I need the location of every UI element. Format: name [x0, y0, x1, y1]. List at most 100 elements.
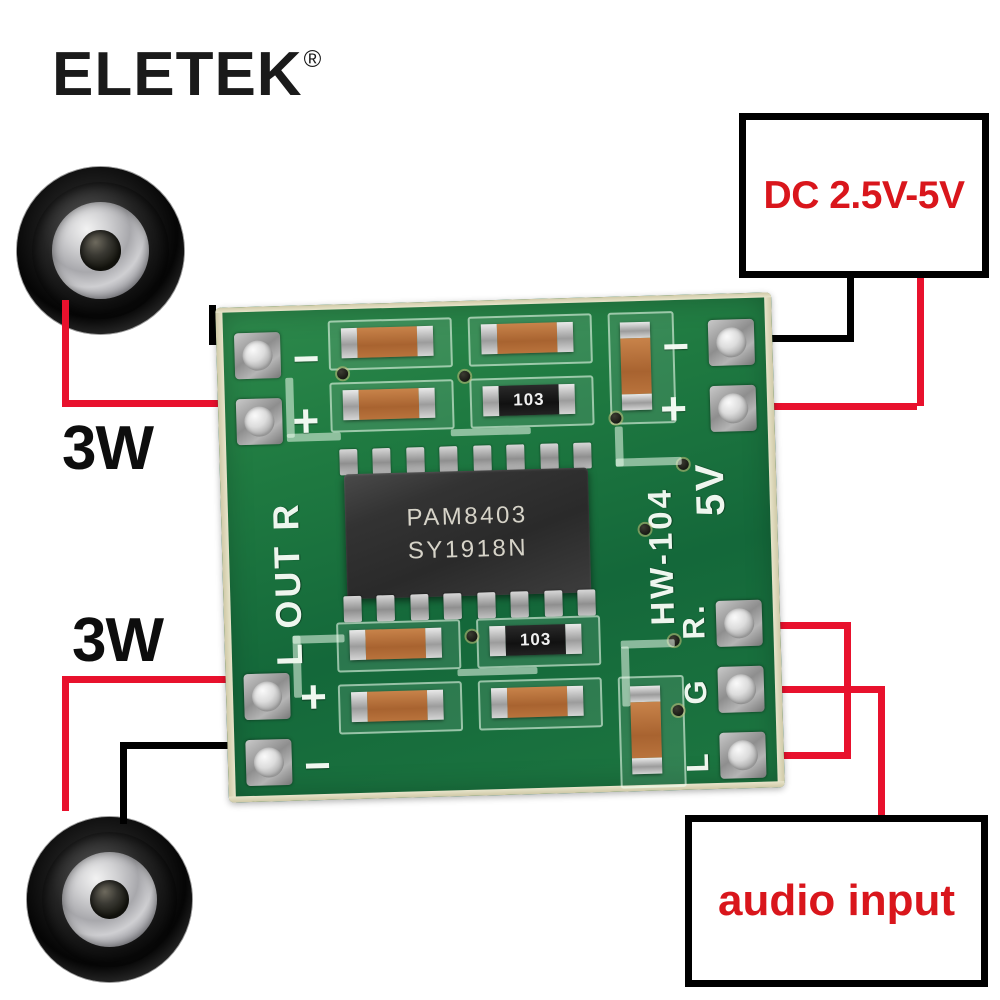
wire-bottom-speaker-positive-horizontal [62, 676, 260, 683]
pcb-edge-right [763, 292, 785, 788]
wire-audio-left-horizontal [753, 752, 851, 759]
amplifier-board: − + + − L OUT R − + 5V R. G L HW-104 [203, 280, 795, 814]
trace [292, 635, 303, 698]
trace [285, 377, 295, 438]
pad-power-positive[interactable] [709, 384, 757, 433]
smd-terminal [480, 323, 498, 355]
ic-pin [472, 445, 492, 472]
wire-power-positive-vertical [917, 276, 924, 406]
speaker-top [17, 167, 184, 334]
ic-pin [406, 447, 425, 474]
smd-terminal [490, 687, 508, 719]
smd-body [365, 628, 427, 660]
ic-part-number-line2: SY1918N [407, 533, 529, 565]
callout-audio-input: audio input [685, 815, 988, 987]
smd-terminal [418, 387, 436, 419]
trace [450, 427, 531, 437]
smd-terminal [349, 629, 367, 661]
smd-terminal [621, 393, 653, 411]
ic-pin [343, 595, 363, 623]
pcb-edge-left [215, 307, 237, 803]
smd-terminal [425, 627, 443, 659]
silk-out-l-plus: + [299, 669, 328, 723]
pad-out-r-positive[interactable] [235, 398, 284, 446]
resistor-code: 103 [498, 384, 560, 416]
ic-pin [506, 444, 525, 471]
wire-audio-ground-horizontal [753, 686, 885, 693]
speaker-dome [80, 230, 121, 271]
smd-terminal [350, 691, 368, 723]
capacitor-smd [340, 325, 434, 359]
capacitor-smd-audio [629, 685, 663, 775]
pad-audio-right[interactable] [715, 599, 763, 647]
smd-terminal [629, 685, 661, 703]
registered-trademark-icon: ® [303, 46, 323, 74]
ic-part-number-line1: PAM8403 [406, 501, 529, 532]
ic-pin [339, 448, 358, 476]
pcb-edge-top [215, 292, 772, 313]
smd-body [506, 686, 568, 718]
wire-audio-bus-vertical [878, 686, 885, 818]
smd-terminal [631, 757, 663, 775]
pad-out-l-negative[interactable] [245, 738, 293, 787]
wire-audio-right-horizontal [753, 622, 851, 629]
trace [620, 639, 675, 649]
capacitor-smd [480, 321, 574, 355]
resistor-smd-top: 103 [482, 383, 576, 417]
capacitor-smd [350, 689, 444, 723]
silk-out-r-minus: − [291, 331, 321, 385]
wire-bottom-speaker-positive-vertical [62, 676, 69, 811]
wire-power-negative-vertical [847, 276, 854, 338]
smd-terminal [416, 325, 434, 357]
smd-terminal [426, 689, 444, 721]
smd-body [620, 337, 652, 395]
resistor-smd-bottom: 103 [489, 623, 583, 657]
ic-pin [543, 590, 563, 617]
wire-bottom-speaker-negative-horizontal [120, 742, 260, 749]
brand-logo: ELETEK® [52, 44, 321, 106]
ic-pin [376, 594, 396, 622]
callout-audio-input-label: audio input [717, 876, 956, 925]
capacitor-smd [490, 685, 584, 719]
trace [286, 432, 341, 442]
smd-body [630, 701, 662, 759]
trace [620, 646, 631, 707]
smd-terminal [556, 321, 574, 353]
trace [457, 666, 538, 677]
pad-audio-ground[interactable] [717, 665, 765, 713]
speaker-dome [89, 879, 130, 920]
pad-audio-left[interactable] [719, 731, 767, 779]
resistor-code: 103 [505, 624, 567, 656]
ic-pin [372, 447, 392, 475]
pcb-substrate: − + + − L OUT R − + 5V R. G L HW-104 [215, 292, 785, 803]
brand-name: ELETEK [52, 40, 303, 109]
smd-terminal [340, 327, 358, 359]
capacitor-smd [342, 387, 436, 421]
speaker-top-power-label: 3W [62, 414, 154, 483]
pad-power-negative[interactable] [707, 318, 756, 367]
smd-body [356, 326, 418, 358]
ic-pin [573, 442, 592, 469]
smd-body [366, 690, 428, 722]
smd-terminal [565, 623, 583, 655]
silk-power-voltage: 5V [687, 460, 734, 517]
trace [615, 456, 682, 467]
ic-pin [476, 592, 496, 619]
smd-terminal [558, 383, 576, 415]
smd-terminal [342, 389, 360, 421]
ic-pin [439, 446, 459, 473]
ic-pin [539, 443, 559, 470]
callout-dc-power: DC 2.5V-5V [739, 113, 989, 278]
smd-body [496, 322, 558, 354]
ic-pin [410, 593, 429, 621]
pad-out-r-negative[interactable] [233, 332, 282, 380]
wire-top-speaker-negative-vertical [209, 305, 216, 345]
speaker-bottom-power-label: 3W [72, 606, 164, 675]
silk-out-l-minus: − [303, 738, 332, 792]
ic-pam8403: PAM8403 SY1918N [343, 467, 592, 600]
silk-board-model: HW-104 [640, 486, 682, 626]
smd-body [358, 388, 420, 420]
pad-out-l-positive[interactable] [243, 672, 291, 721]
capacitor-smd [349, 627, 443, 661]
wire-power-negative-horizontal [751, 335, 854, 342]
